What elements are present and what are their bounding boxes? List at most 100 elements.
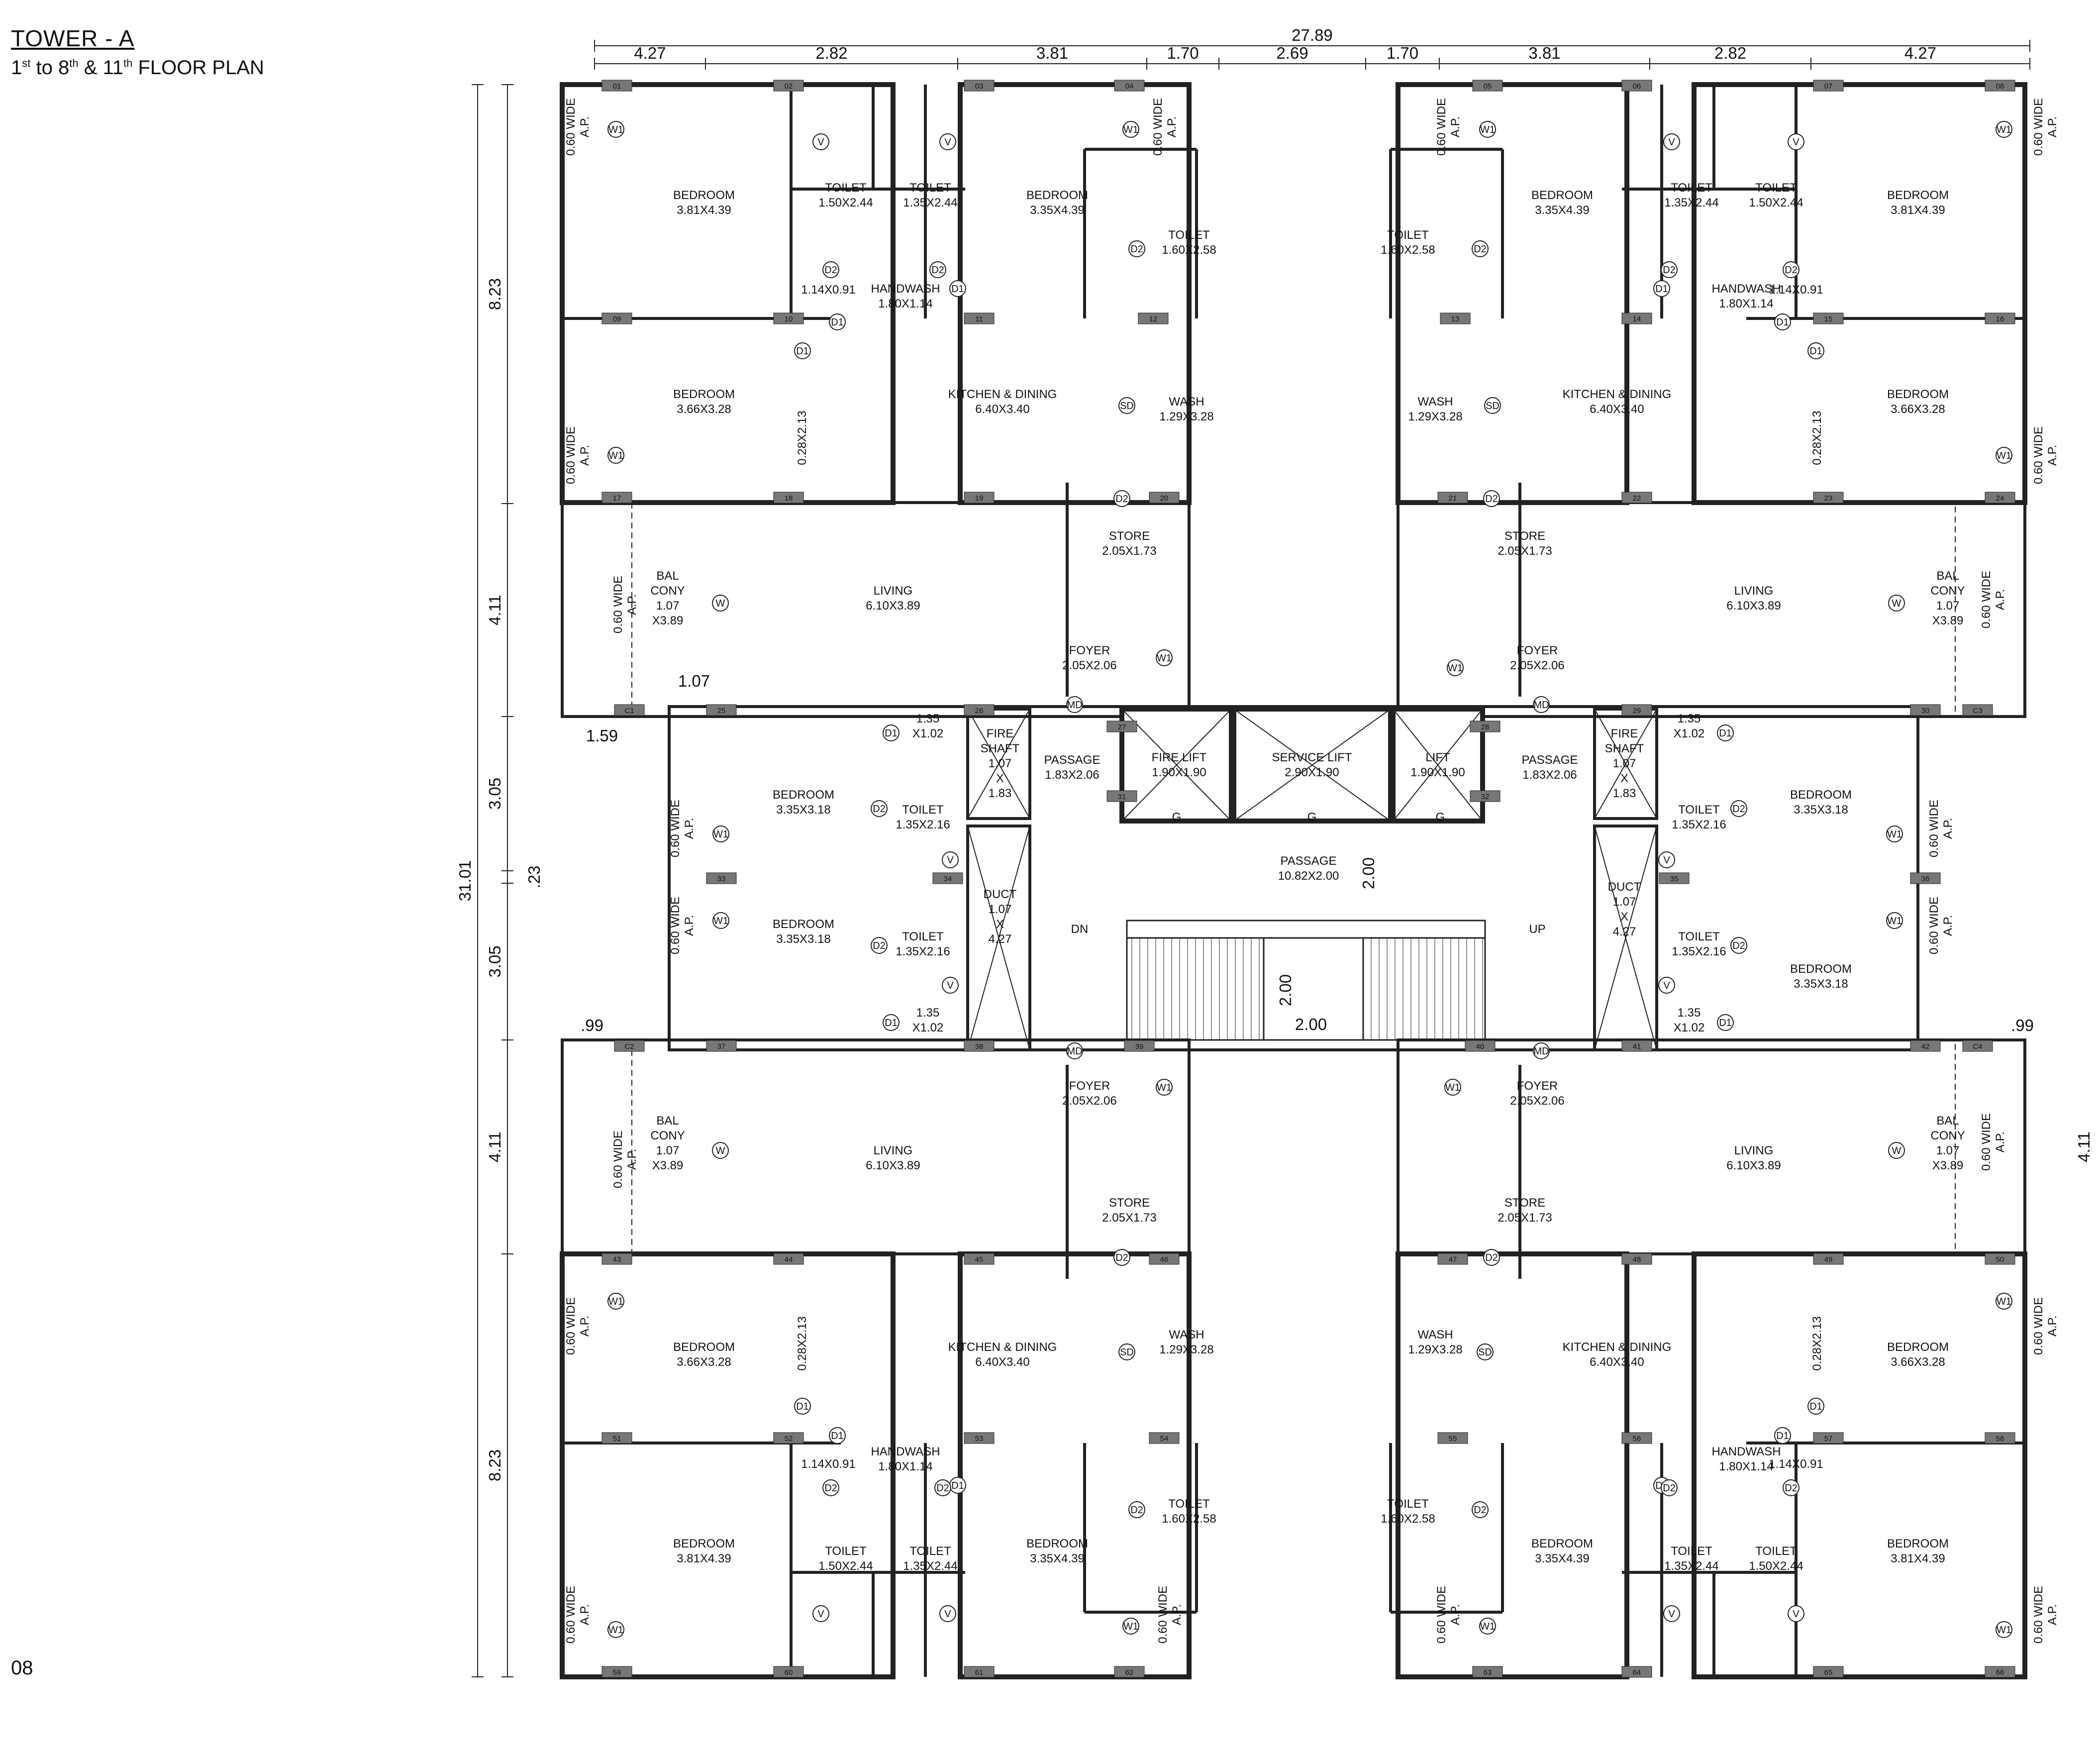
- tag-circle: [1996, 1293, 2012, 1310]
- text-line: 0.60 WIDE: [611, 576, 625, 633]
- column-block: [1621, 492, 1652, 504]
- door-window-tag: W1: [1887, 829, 1902, 840]
- text-line: X3.89: [1932, 1159, 1964, 1172]
- up-arrow-label: UP: [1529, 923, 1545, 936]
- column-block: [1813, 312, 1844, 324]
- column-block: [706, 872, 737, 884]
- text-line: PASSAGE: [1281, 854, 1337, 868]
- text-line: X: [996, 772, 1004, 785]
- tag-circle: [1122, 1618, 1139, 1635]
- column-number: 40: [1476, 1042, 1485, 1051]
- door-window-tag: W1: [1997, 1625, 2011, 1636]
- text-line: 0.60 WIDE: [564, 1297, 578, 1355]
- tag-circle: [942, 977, 959, 994]
- text-line: 3.66X3.28: [677, 403, 731, 416]
- tag-circle: [1118, 397, 1135, 414]
- door-window-tag: W1: [608, 450, 623, 461]
- text-line: 6.10X3.89: [866, 1159, 920, 1172]
- text-line: 4.27: [1613, 925, 1636, 938]
- column-block: [1910, 1040, 1941, 1052]
- column-block: [1465, 1040, 1496, 1052]
- column-block: [1962, 1040, 1993, 1052]
- column-number: 62: [1125, 1668, 1134, 1677]
- text-line: 3.35X4.39: [1030, 204, 1084, 217]
- door-window-tag: D1: [796, 346, 809, 357]
- door-window-tag: D1: [831, 1431, 844, 1442]
- column-number: 54: [1160, 1435, 1169, 1443]
- tag-circle: [1886, 912, 1903, 929]
- text-line: A.P.: [1994, 589, 2007, 610]
- door-window-tag: D2: [931, 265, 944, 276]
- text-line: TOILET: [909, 181, 951, 195]
- shaft-cross: [1594, 709, 1657, 819]
- column-block: [1437, 1253, 1468, 1265]
- tag-circle: [1663, 133, 1680, 150]
- text-line: 1.35X2.44: [1664, 1559, 1718, 1573]
- text-line: 0.60 WIDE: [1156, 1586, 1170, 1644]
- column-number: 17: [613, 494, 621, 503]
- tag-circle: [1477, 1343, 1494, 1360]
- page-number: 08: [11, 1657, 33, 1679]
- text-line: X: [996, 918, 1004, 931]
- column-number: C3: [1973, 707, 1982, 715]
- column-block: [773, 312, 804, 324]
- column-block: [1985, 312, 2015, 324]
- text-line: 6.40X3.40: [1590, 403, 1644, 416]
- column-number: 53: [975, 1435, 984, 1443]
- door-window-tag: W1: [1887, 916, 1902, 927]
- text-line: 3.35X3.18: [1794, 977, 1848, 991]
- tag-circle: [1888, 595, 1905, 612]
- text-line: 1.29X3.28: [1159, 410, 1213, 423]
- column-block: [1621, 1666, 1652, 1678]
- tag-circle: [712, 825, 729, 842]
- column-number: 50: [1996, 1255, 2004, 1264]
- text-line: 2.05X2.06: [1510, 1094, 1564, 1108]
- column-block: [1149, 1253, 1180, 1265]
- text-line: FOYER: [1517, 644, 1558, 657]
- text-line: 0.60 WIDE: [669, 800, 682, 857]
- lift-cross: [1233, 709, 1391, 822]
- column-number: C4: [1973, 1042, 1982, 1051]
- door-window-tag: D2: [1474, 1505, 1487, 1516]
- text-line: BEDROOM: [673, 388, 735, 401]
- column-block: [1440, 312, 1471, 324]
- tag-circle: [1730, 800, 1747, 817]
- text-line: TOILET: [1671, 181, 1712, 195]
- text-line: A.P.: [1449, 1604, 1462, 1625]
- living-strip-top-right: [1397, 501, 2026, 718]
- column-block: [1813, 80, 1844, 92]
- text-line: 2.05X1.73: [1498, 544, 1552, 558]
- tag-circle: [1113, 1249, 1130, 1266]
- text-line: 0.60 WIDE: [1980, 1113, 1993, 1171]
- text-line: TOILET: [1168, 228, 1210, 242]
- text-line: CONY: [1930, 1129, 1965, 1142]
- door-window-tag: W1: [1445, 1082, 1460, 1093]
- column-block: [1437, 1432, 1468, 1444]
- door-window-tag: D1: [1655, 284, 1668, 295]
- tag-circle: [1807, 1398, 1824, 1415]
- door-window-tag: V: [817, 137, 824, 148]
- door-window-tag: W: [1892, 1145, 1901, 1156]
- column-block: [1621, 312, 1652, 324]
- column-number: 42: [1921, 1042, 1930, 1051]
- column-block: [1437, 492, 1468, 504]
- column-block: [1985, 1432, 2015, 1444]
- text-line: X3.89: [652, 1159, 684, 1172]
- column-block: [1621, 1432, 1652, 1444]
- door-window-tag: D2: [1485, 1252, 1498, 1263]
- text-line: 1.35: [1678, 712, 1701, 725]
- text-line: 2.05X2.06: [1062, 1094, 1116, 1108]
- column-block: [1621, 1040, 1652, 1052]
- column-block: [1621, 704, 1652, 716]
